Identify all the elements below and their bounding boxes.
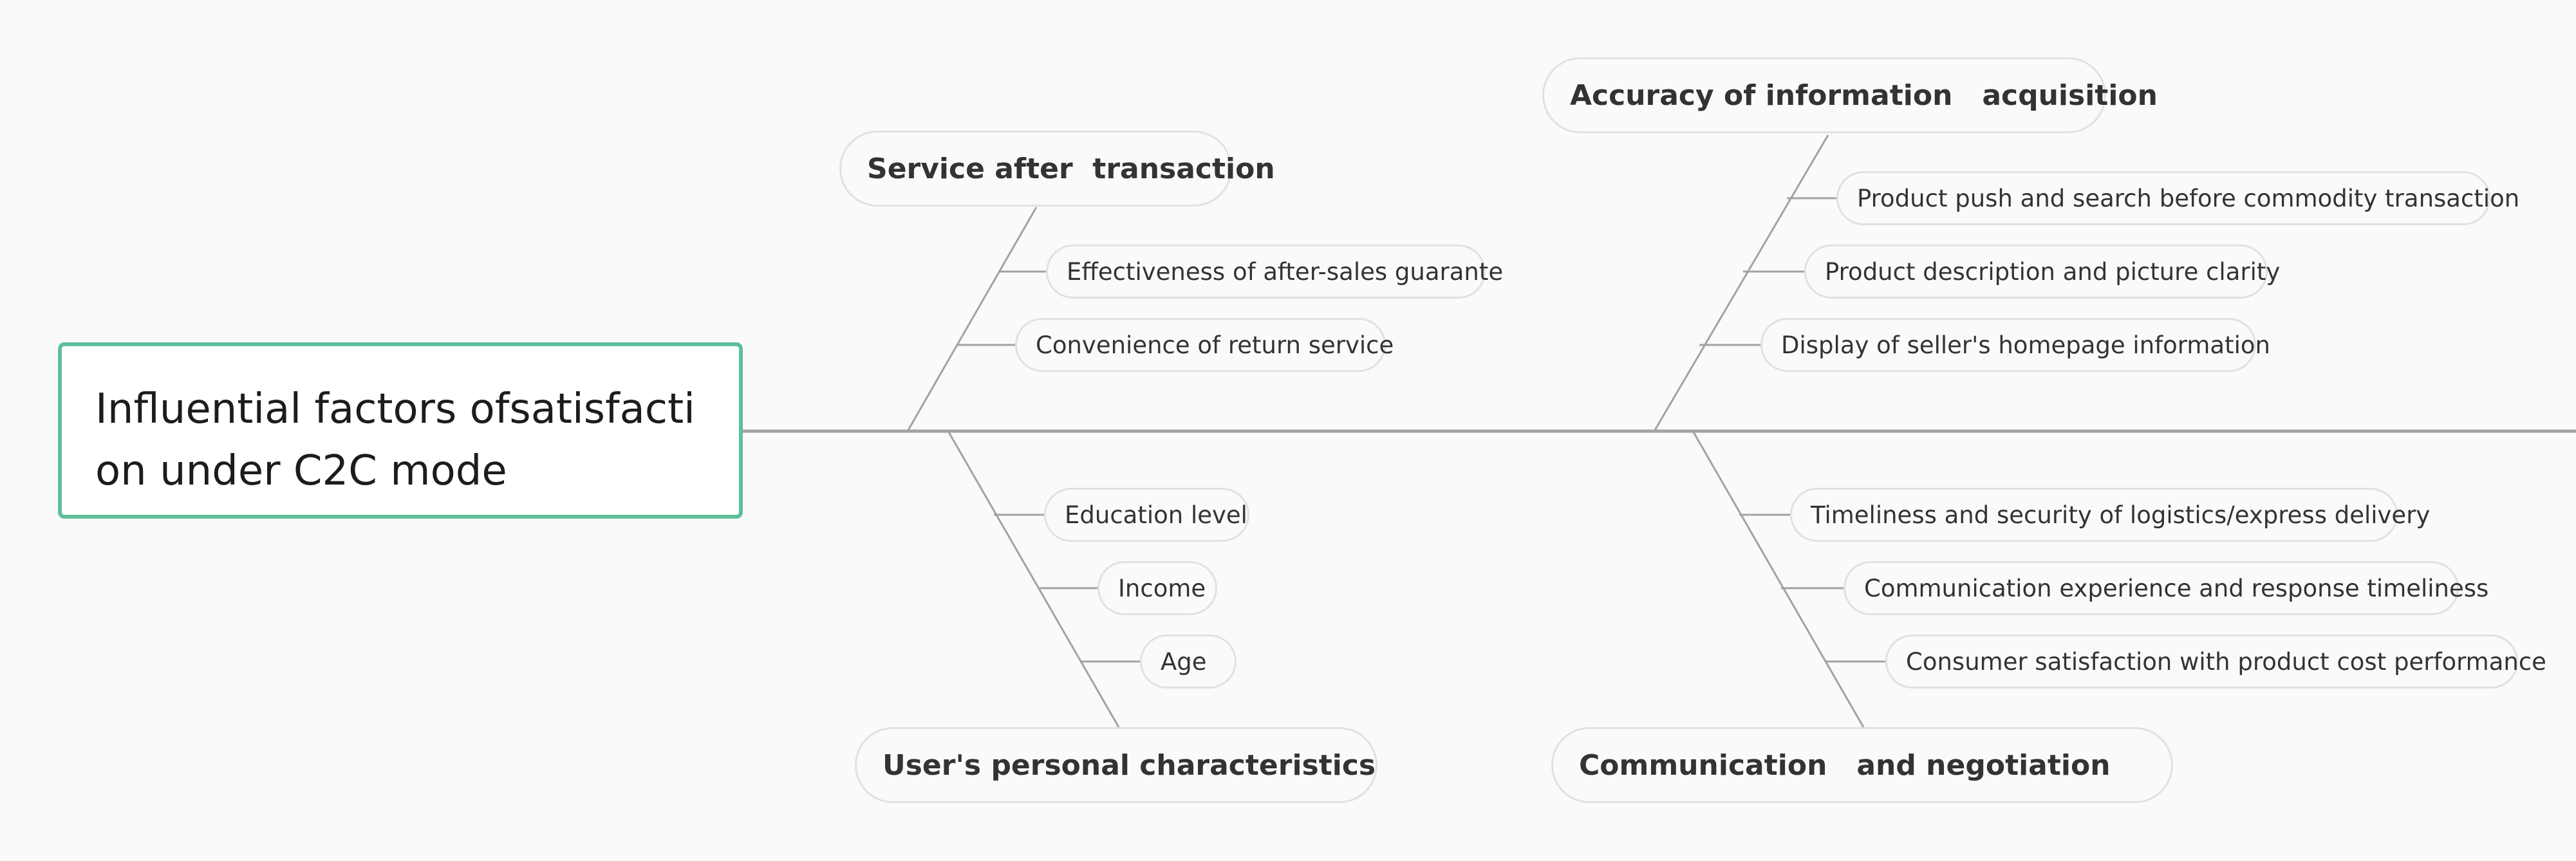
cause-description-picture-clarity[interactable]: Product description and picture clarity xyxy=(1804,245,2280,299)
cause-label: Product push and search before commodity… xyxy=(1857,184,2520,212)
category-accuracy-of-information[interactable]: Accuracy of information acquisition xyxy=(1542,57,2158,133)
cause-label: Convenience of return service xyxy=(1036,331,1394,359)
category-label: Accuracy of information acquisition xyxy=(1570,79,2158,112)
cause-label: Display of seller's homepage information xyxy=(1781,331,2270,359)
category-service-after-transaction[interactable]: Service after transaction xyxy=(839,131,1275,207)
cause-communication-experience[interactable]: Communication experience and response ti… xyxy=(1843,561,2488,615)
cause-label: Income xyxy=(1118,574,1206,602)
cause-product-push-search[interactable]: Product push and search before commodity… xyxy=(1836,171,2519,225)
cause-after-sales-guarantee[interactable]: Effectiveness of after-sales guarante xyxy=(1046,245,1503,299)
cause-label: Consumer satisfaction with product cost … xyxy=(1906,647,2546,676)
category-users-personal-characteristics[interactable]: User's personal characteristics xyxy=(855,727,1377,803)
cause-seller-homepage[interactable]: Display of seller's homepage information xyxy=(1760,318,2270,372)
category-label: Communication and negotiation xyxy=(1579,748,2111,782)
cause-label: Product description and picture clarity xyxy=(1825,257,2281,286)
cause-education-level[interactable]: Education level xyxy=(1044,488,1249,542)
category-label: User's personal characteristics xyxy=(882,748,1376,782)
bone-accuracy xyxy=(1653,134,1829,432)
category-communication-and-negotiation[interactable]: Communication and negotiation xyxy=(1551,727,2173,803)
cause-logistics-delivery[interactable]: Timeliness and security of logistics/exp… xyxy=(1790,488,2430,542)
head-text: Influential factors ofsatisfaction under… xyxy=(95,385,695,495)
category-label: Service after transaction xyxy=(867,152,1275,185)
cause-label: Effectiveness of after-sales guarante xyxy=(1067,257,1504,286)
cause-return-service[interactable]: Convenience of return service xyxy=(1015,318,1394,372)
fishbone-head-problem[interactable]: Influential factors ofsatisfaction under… xyxy=(58,342,743,519)
cause-cost-performance[interactable]: Consumer satisfaction with product cost … xyxy=(1885,634,2546,689)
cause-label: Age xyxy=(1161,647,1207,676)
cause-label: Education level xyxy=(1065,501,1247,529)
bone-communication xyxy=(1692,430,1865,728)
cause-age[interactable]: Age xyxy=(1140,634,1237,689)
bone-service xyxy=(906,207,1038,432)
cause-label: Timeliness and security of logistics/exp… xyxy=(1811,501,2431,529)
bone-personal xyxy=(947,430,1120,728)
cause-income[interactable]: Income xyxy=(1097,561,1217,615)
cause-label: Communication experience and response ti… xyxy=(1864,574,2489,602)
